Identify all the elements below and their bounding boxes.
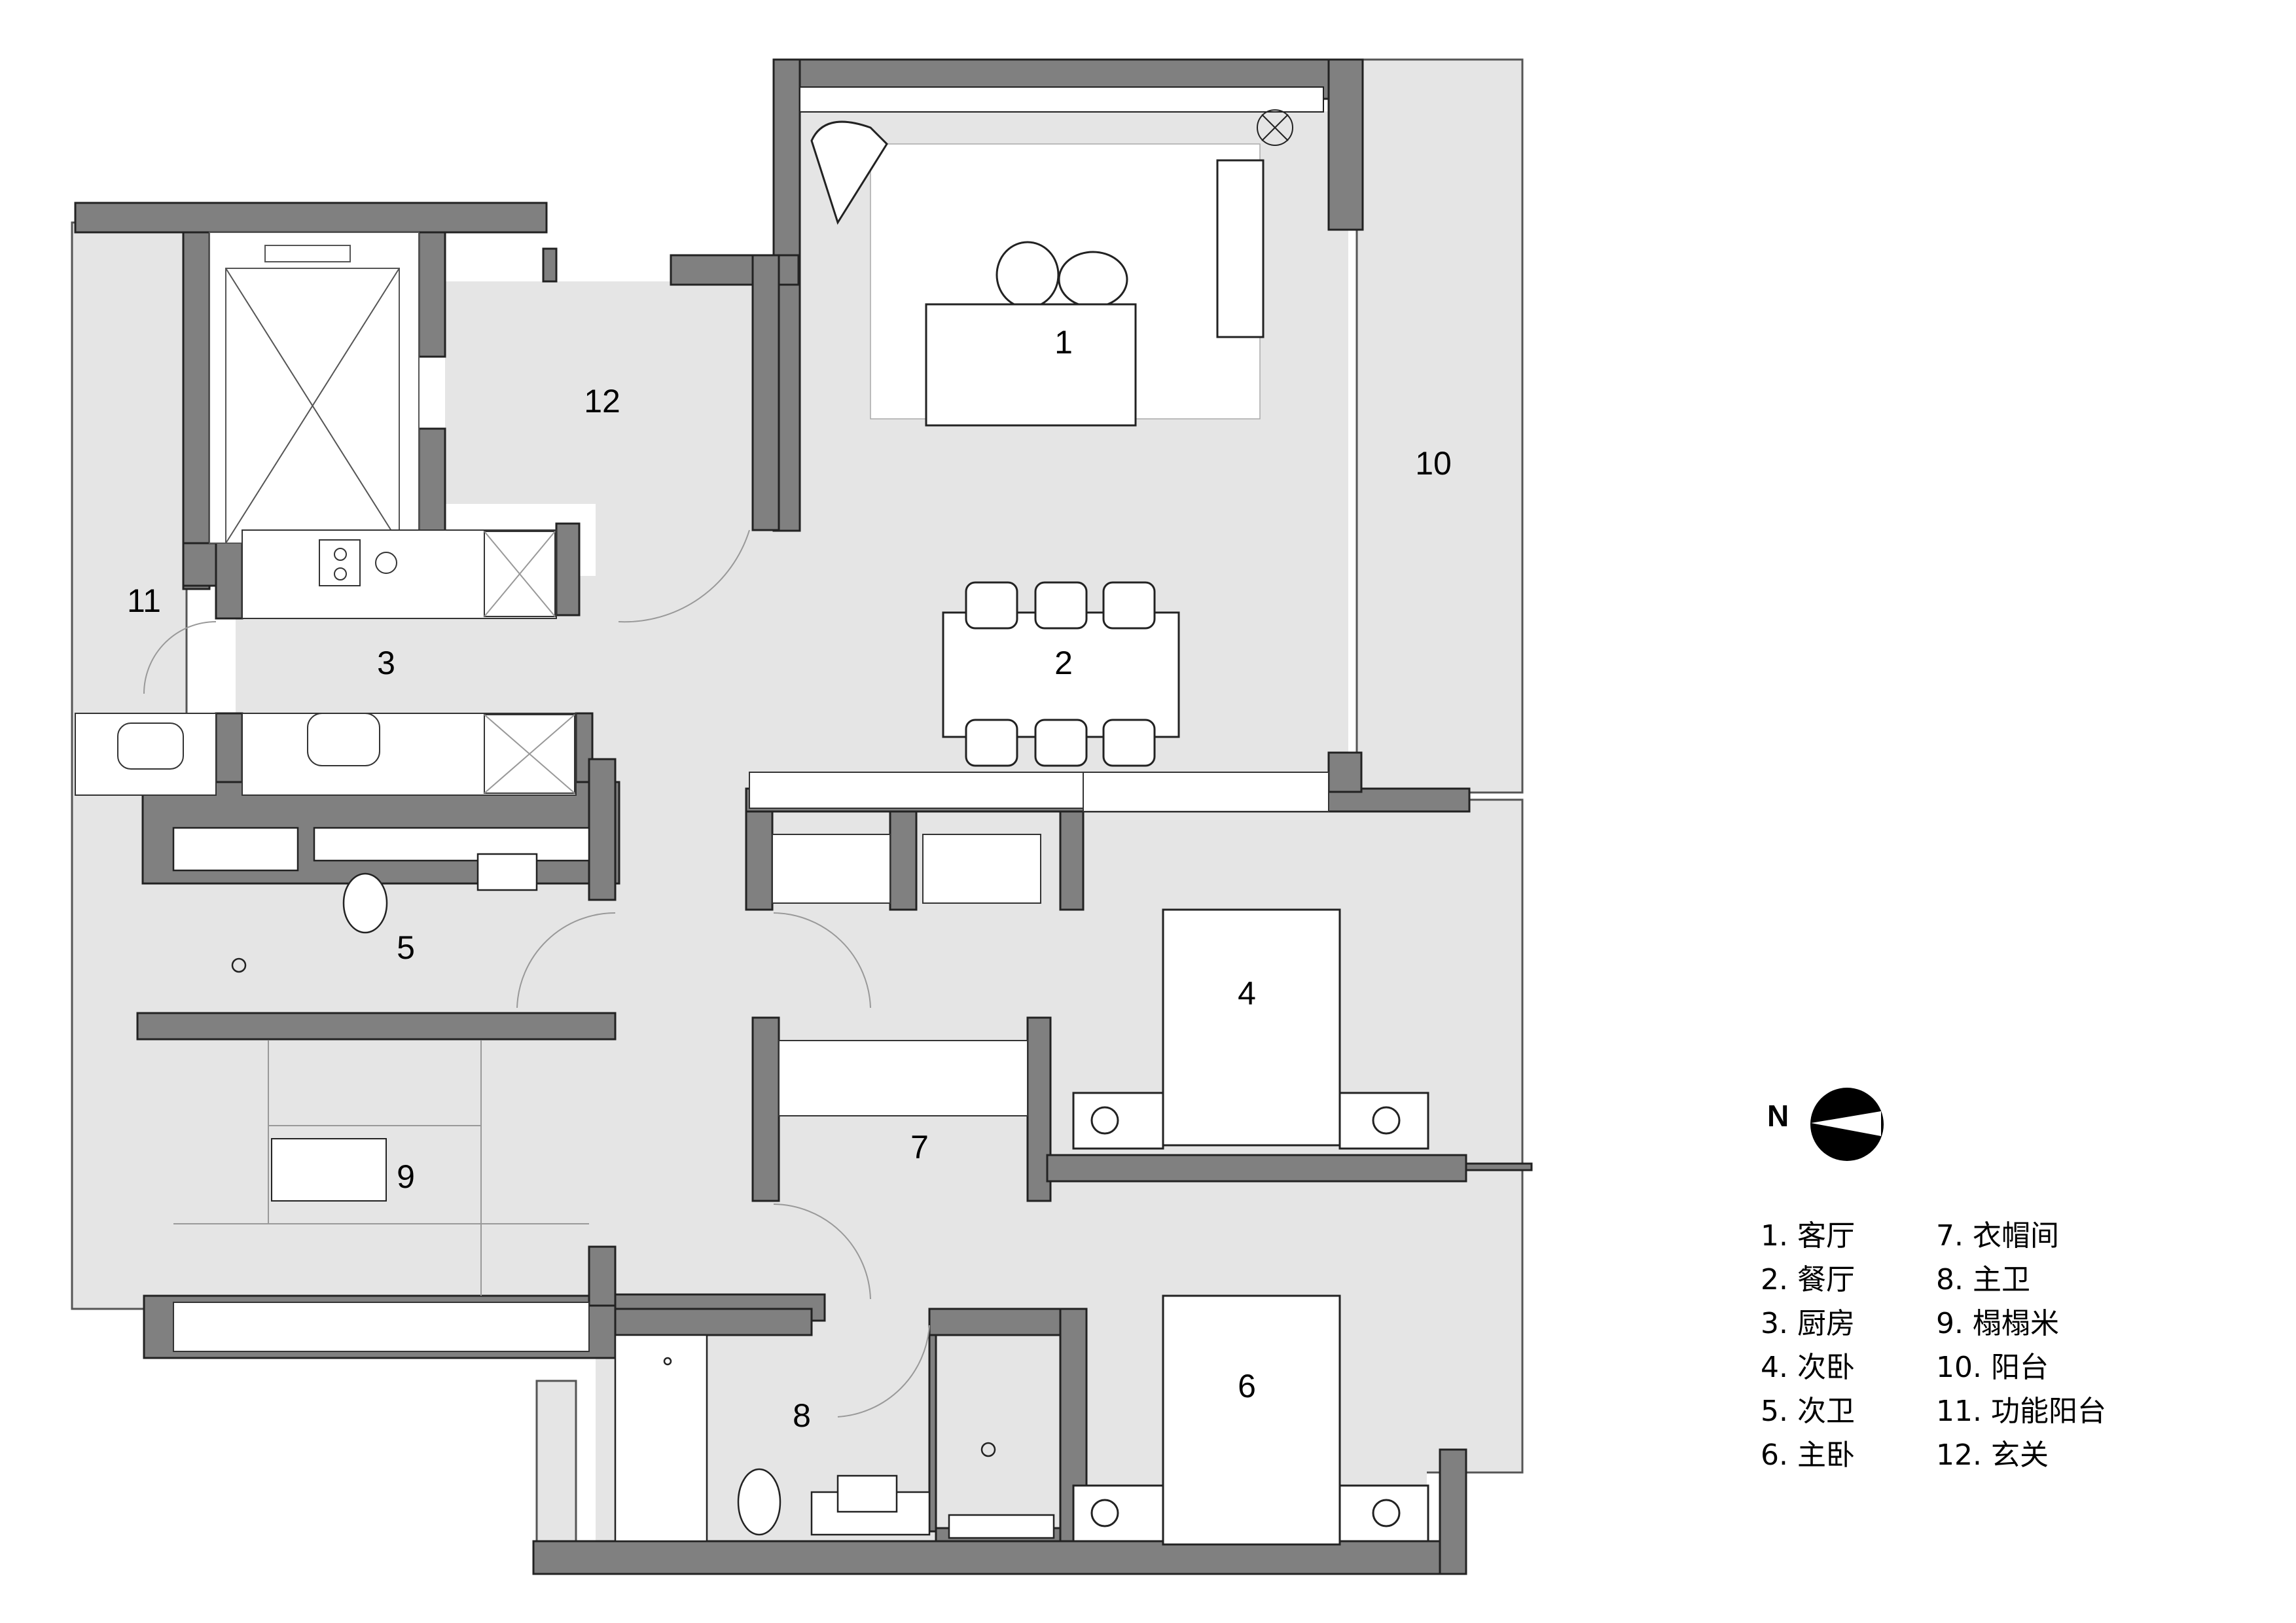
room-label-11: 11 xyxy=(127,582,161,619)
legend-right-column: 7. 衣帽间 8. 主卫 9. 榻榻米 10. 阳台 11. 功能阳台 12. … xyxy=(1936,1214,2106,1477)
legend-item: 1. 客厅 xyxy=(1761,1219,1855,1253)
legend-item: 3. 厨房 xyxy=(1761,1307,1855,1340)
room-label-4: 4 xyxy=(1238,975,1256,1012)
room-label-7: 7 xyxy=(910,1129,929,1166)
legend-item: 4. 次卧 xyxy=(1761,1351,1855,1384)
north-arrow-icon xyxy=(1810,1088,1884,1161)
legend-item: 11. 功能阳台 xyxy=(1936,1395,2106,1428)
beds xyxy=(1072,908,1429,1546)
legend-item: 5. 次卫 xyxy=(1761,1395,1855,1428)
legend-left-column: 1. 客厅 2. 餐厅 3. 厨房 4. 次卧 5. 次卫 6. 主卧 xyxy=(1761,1214,1855,1477)
room-label-1: 1 xyxy=(1054,324,1073,361)
dining-table xyxy=(942,581,1180,767)
kitchen-counters xyxy=(75,529,577,796)
wardrobes xyxy=(772,834,1041,1116)
room-label-5: 5 xyxy=(397,929,415,966)
legend-item: 2. 餐厅 xyxy=(1761,1263,1855,1296)
room-label-10: 10 xyxy=(1415,445,1452,482)
room-label-3: 3 xyxy=(377,645,395,681)
bathroom-fixtures xyxy=(172,827,1055,1543)
tatami xyxy=(173,1041,590,1352)
legend-item: 12. 玄关 xyxy=(1936,1438,2049,1472)
legend-item: 7. 衣帽间 xyxy=(1936,1219,2059,1253)
room-label-6: 6 xyxy=(1238,1368,1256,1404)
elevator-shaft xyxy=(209,232,420,544)
room-label-12: 12 xyxy=(584,383,620,419)
north-letter: N xyxy=(1767,1099,1789,1133)
room-label-9: 9 xyxy=(397,1158,415,1195)
room-label-8: 8 xyxy=(793,1397,811,1434)
balcony-south-bottom xyxy=(535,1380,577,1559)
doors xyxy=(143,529,930,1418)
living-room-furniture xyxy=(799,86,1324,427)
room-label-2: 2 xyxy=(1054,645,1073,681)
legend-item: 8. 主卫 xyxy=(1936,1263,2030,1296)
legend-item: 9. 榻榻米 xyxy=(1936,1307,2059,1340)
sideboard-cabinets xyxy=(749,772,1329,812)
legend-item: 6. 主卧 xyxy=(1761,1438,1855,1472)
room-labels: 1 2 3 4 5 6 7 8 9 10 11 12 xyxy=(127,324,1452,1434)
north-compass: N xyxy=(1767,1079,1898,1164)
legend-item: 10. 阳台 xyxy=(1936,1351,2049,1384)
